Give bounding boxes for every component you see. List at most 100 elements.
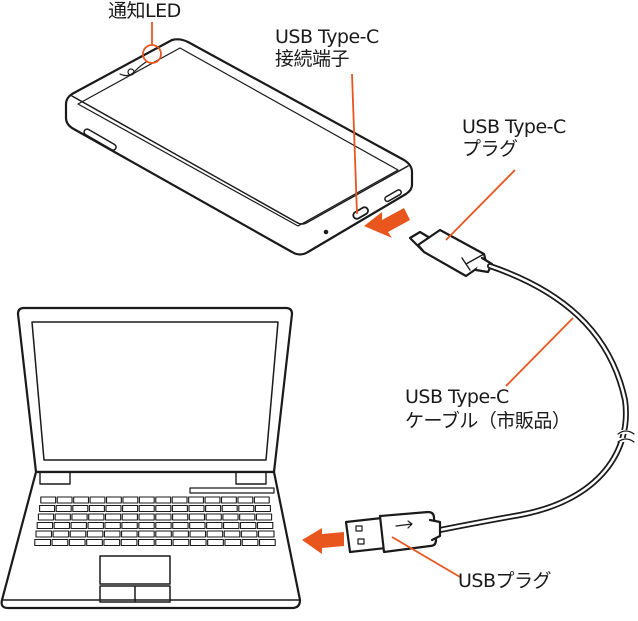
keyboard-key [56,496,73,504]
usb-c-plug [408,228,494,278]
keyboard-key [221,504,238,513]
keyboard-key [171,504,188,513]
keyboard-key [223,521,240,530]
keyboard-key [240,530,258,538]
keyboard-key [206,530,224,538]
insert-arrow-icon [364,208,410,238]
keyboard-key [121,513,138,521]
cable-label-line2: ケーブル（市販品） [405,410,571,432]
keyboard-key [254,504,271,513]
keyboard-key [138,496,155,504]
usb-a-plug [344,510,442,554]
keyboard-key [253,496,270,504]
keyboard [34,496,276,547]
keyboard-key [68,538,86,547]
keyboard-key [121,521,138,530]
usb-c-port [352,206,369,220]
keyboard-key [34,538,52,547]
keyboard-key [86,538,103,547]
keyboard-key [122,496,139,504]
keyboard-key [103,538,121,547]
keyboard-key [171,496,188,504]
keyboard-key [72,504,89,513]
keyboard-key [137,538,155,547]
keyboard-key [172,513,189,521]
smartphone [64,38,414,256]
keyboard-key [121,530,138,538]
keyboard-key [54,513,71,521]
keyboard-key [39,504,56,513]
keyboard-key [206,521,223,530]
keyboard-key [172,538,190,547]
usb-plug-label: USBプラグ [458,570,552,592]
keyboard-key [239,513,256,521]
keyboard-key [207,538,224,547]
keyboard-key [51,538,69,547]
keyboard-key [36,521,54,530]
keyboard-key [205,504,222,513]
keyboard-key [220,496,237,504]
keyboard-key [40,496,57,504]
keyboard-key [138,504,155,513]
keyboard-key [70,521,87,530]
keyboard-key [224,538,242,547]
keyboard-key [69,530,87,538]
keyboard-key [155,513,172,521]
keyboard-key [138,530,155,538]
keyboard-key [205,513,222,521]
keyboard-key [73,496,90,504]
keyboard-key [237,496,254,504]
keyboard-key [120,538,138,547]
keyboard-key [53,521,71,530]
keyboard-key [155,496,172,504]
usb-port-label-line1: USB Type-C [275,26,379,48]
keyboard-key [188,496,205,504]
keyboard-key [241,538,259,547]
keyboard-key [172,521,189,530]
keyboard-key [256,521,274,530]
keyboard-key [122,504,139,513]
keyboard-key [155,538,173,547]
keyboard-key [88,513,105,521]
keyboard-key [105,496,122,504]
keyboard-key [188,513,206,521]
connect-arrow-icon [302,528,344,554]
keyboard-key [204,496,221,504]
keyboard-key [104,521,121,530]
keyboard-key [188,504,205,513]
keyboard-key [189,530,207,538]
keyboard-key [88,504,105,513]
keyboard-key [155,530,172,538]
notification-led-label: 通知LED [108,0,181,22]
keyboard-key [172,530,189,538]
keyboard-key [87,521,104,530]
keyboard-key [138,521,155,530]
keyboard-key [105,504,122,513]
keyboard-key [257,530,275,538]
keyboard-key [89,496,106,504]
keyboard-key [255,513,273,521]
keyboard-key [37,513,55,521]
direction-arrows [302,208,410,554]
keyboard-key [103,530,121,538]
keyboard-key [138,513,155,521]
keyboard-key [104,513,122,521]
keyboard-key [239,521,257,530]
keyboard-key [222,513,239,521]
typec-plug-label-line2: プラグ [462,138,518,160]
keyboard-key [35,530,53,538]
keyboard-key [55,504,72,513]
cable-label-line1: USB Type-C [405,386,509,408]
keyboard-key [155,521,172,530]
typec-plug-label-line1: USB Type-C [462,116,566,138]
keyboard-key [238,504,255,513]
keyboard-key [71,513,88,521]
laptop [0,306,302,610]
touchpad [99,555,171,585]
keyboard-key [223,530,241,538]
keyboard-key [86,530,104,538]
keyboard-key [52,530,70,538]
keyboard-key [189,521,206,530]
